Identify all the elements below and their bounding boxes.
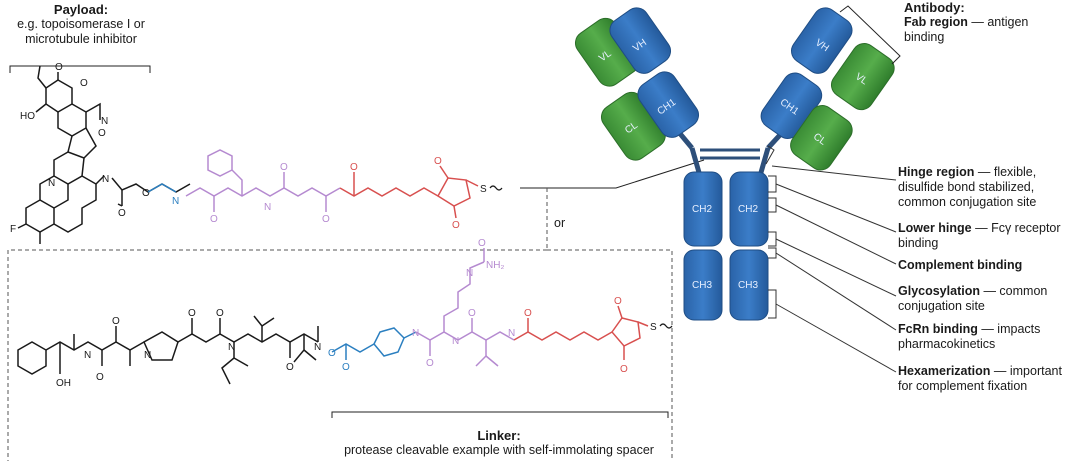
atom-n: N <box>452 336 459 347</box>
label-ch2-left: CH2 <box>692 204 712 215</box>
fab-bracket <box>839 5 901 65</box>
payload-bottom-structure <box>17 315 319 385</box>
atom-s: S <box>480 184 487 195</box>
linker-desc: protease cleavable example with self-imm… <box>344 443 654 457</box>
linker-title: Linker: <box>477 428 521 443</box>
label-ch3-left: CH3 <box>692 280 712 291</box>
atom-o: O <box>342 362 350 373</box>
atom-n: N <box>412 328 419 339</box>
linker-red-bottom <box>513 305 649 360</box>
annotation-bold: Glycosylation <box>898 284 980 298</box>
atom-n: N <box>466 268 473 279</box>
atom-o: O <box>328 348 336 359</box>
fab-region-bold: Fab region <box>904 15 968 29</box>
atom-o: O <box>468 308 476 319</box>
atom-n: N <box>264 202 271 213</box>
atom-o: O <box>96 372 104 383</box>
atom-n: N <box>102 174 109 185</box>
annotation-glycosylation: Glycosylation — common conjugation site <box>898 284 1070 314</box>
linker-bracket <box>331 411 669 418</box>
connector-top <box>520 159 705 189</box>
fab-region-desc: — antigen binding <box>904 15 1029 44</box>
annotation-bold: Hinge region <box>898 165 975 179</box>
payload-top-structure <box>17 65 191 244</box>
atom-o: O <box>118 208 126 219</box>
annotation-desc: — common conjugation site <box>898 284 1048 313</box>
atom-n: N <box>172 196 179 207</box>
atom-n: N <box>314 342 321 353</box>
annotation-bold: Hexamerization <box>898 364 991 378</box>
atom-o: O <box>434 156 442 167</box>
atom-o: O <box>55 62 63 73</box>
atom-o: O <box>280 162 288 173</box>
atom-n: N <box>144 350 151 361</box>
atom-o: O <box>350 162 358 173</box>
payload-label: Payload: e.g. topoisomerase I or microtu… <box>6 2 156 47</box>
linker-violet-bottom <box>415 248 515 367</box>
annotation-hinge: Hinge region — flexible, disulfide bond … <box>898 165 1070 210</box>
atom-o: O <box>98 128 106 139</box>
annotation-bold: FcRn binding <box>898 322 978 336</box>
linker-label: Linker: protease cleavable example with … <box>302 428 696 458</box>
annotation-leaders <box>765 145 897 373</box>
antibody <box>574 7 895 321</box>
atom-n: N <box>48 178 55 189</box>
atom-o: O <box>478 238 486 249</box>
atom-o: O <box>80 78 88 89</box>
label-ch3-right: CH3 <box>738 280 758 291</box>
annotation-desc: — important for complement fixation <box>898 364 1062 393</box>
annotation-bold: Lower hinge <box>898 221 972 235</box>
dashed-box <box>7 249 673 461</box>
antibody-label: Antibody: Fab region — antigen binding <box>904 0 1054 45</box>
linker-blue-bottom <box>331 327 417 360</box>
atom-nh2: NH₂ <box>486 260 504 271</box>
annotation-bold: Complement binding <box>898 258 1023 272</box>
atom-o: O <box>426 358 434 369</box>
annotation-desc: — impacts pharmacokinetics <box>898 322 1041 351</box>
annotation-lower-hinge: Lower hinge — Fcγ receptor binding <box>898 221 1070 251</box>
atom-o: O <box>524 308 532 319</box>
annotation-hexamerization: Hexamerization — important for complemen… <box>898 364 1070 394</box>
payload-desc: e.g. topoisomerase I or microtubule inhi… <box>17 17 145 46</box>
atom-o: O <box>614 296 622 307</box>
atom-o: O <box>452 220 460 231</box>
atom-o: O <box>112 316 120 327</box>
atom-n: N <box>228 342 235 353</box>
atom-oh: OH <box>56 378 71 389</box>
atom-o: O <box>188 308 196 319</box>
atom-o: O <box>142 188 150 199</box>
label-ch2-right: CH2 <box>738 204 758 215</box>
atom-o: O <box>286 362 294 373</box>
payload-bracket <box>9 65 151 73</box>
linker-violet-top <box>185 149 341 212</box>
atom-ho: HO <box>20 111 35 122</box>
linker-red-top <box>339 165 479 219</box>
annotation-desc: — flexible, disulfide bond stabilized, c… <box>898 165 1037 209</box>
atom-o: O <box>322 214 330 225</box>
annotation-fcrn: FcRn binding — impacts pharmacokinetics <box>898 322 1070 352</box>
atom-n: N <box>508 328 515 339</box>
atom-n: N <box>84 350 91 361</box>
antibody-title: Antibody: <box>904 0 965 15</box>
atom-s: S <box>650 322 657 333</box>
atom-f: F <box>10 224 16 235</box>
payload-title: Payload: <box>53 2 109 17</box>
annotation-complement: Complement binding <box>898 258 1070 273</box>
linker-blue-top <box>147 183 177 193</box>
atom-o: O <box>210 214 218 225</box>
or-label: or <box>554 216 566 230</box>
atom-o: O <box>620 364 628 375</box>
atom-o: O <box>216 308 224 319</box>
annotation-desc: — Fcγ receptor binding <box>898 221 1061 250</box>
atom-n: N <box>101 116 108 127</box>
